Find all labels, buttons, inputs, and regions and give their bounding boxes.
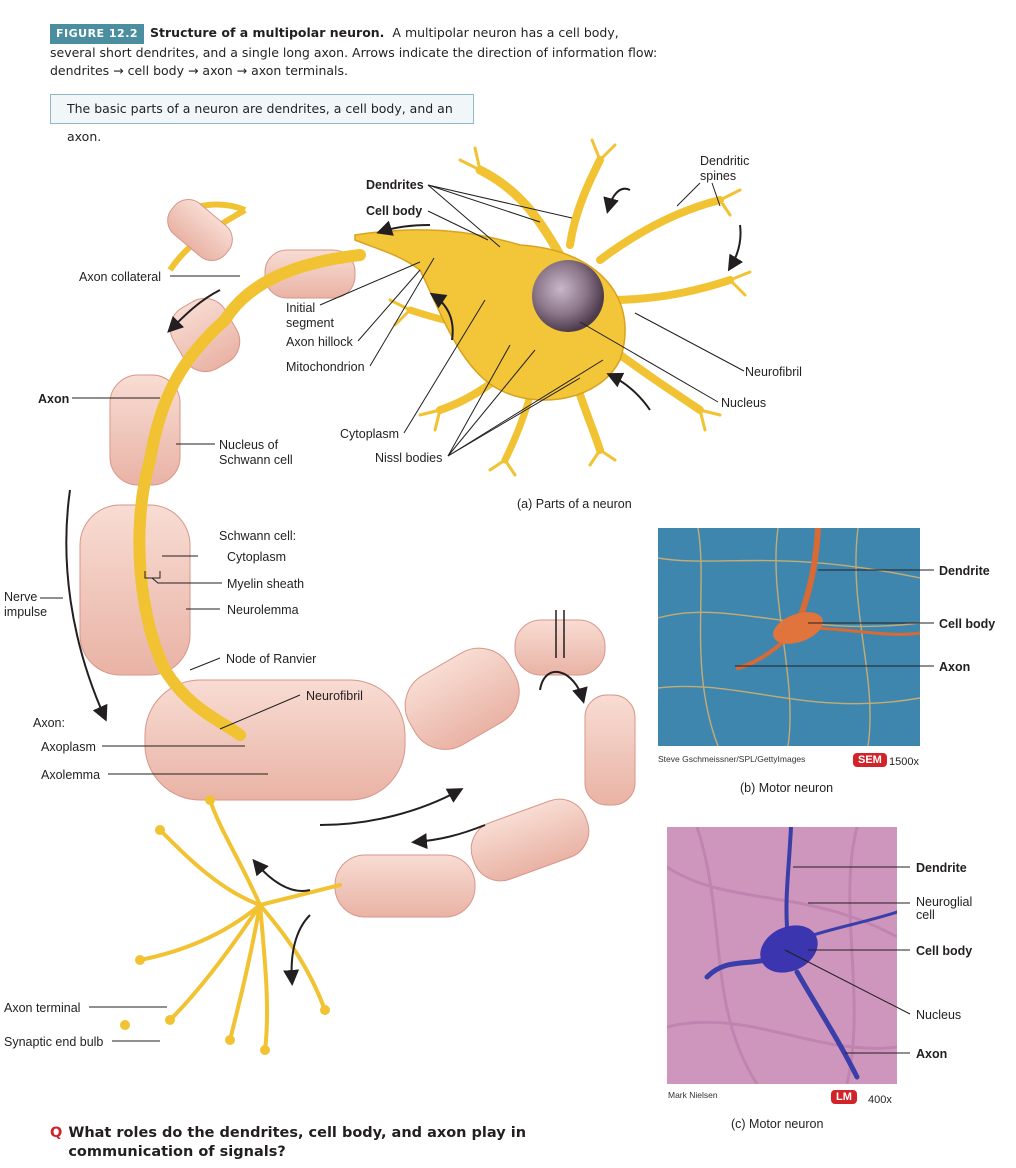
label-neurofibril: Neurofibril — [745, 365, 802, 379]
b-badge: SEM — [853, 753, 887, 767]
review-question: Q What roles do the dendrites, cell body,… — [50, 1124, 630, 1162]
nucleus-shape — [532, 260, 604, 332]
label-neurofibril-axon: Neurofibril — [306, 689, 363, 703]
label-nucleus: Nucleus — [721, 396, 766, 410]
label-cytoplasm: Cytoplasm — [340, 427, 399, 441]
lm-micrograph — [667, 827, 897, 1084]
b-credit: Steve Gschmeissner/SPL/GettyImages — [658, 754, 805, 764]
c-label-cell-body: Cell body — [916, 944, 972, 958]
label-nerve-impulse: Nerve impulse — [4, 590, 47, 620]
b-label-dendrite: Dendrite — [939, 564, 990, 578]
c-label-nucleus: Nucleus — [916, 1008, 961, 1022]
label-initial-segment: Initial segment — [286, 301, 334, 331]
label-node-of-ranvier: Node of Ranvier — [226, 652, 316, 666]
label-schwann-cytoplasm: Cytoplasm — [227, 550, 286, 564]
label-schwann-cell: Schwann cell: — [219, 529, 296, 543]
c-label-axon: Axon — [916, 1047, 947, 1061]
label-axolemma: Axolemma — [41, 768, 100, 782]
subtitle-c: (c) Motor neuron — [731, 1117, 823, 1131]
label-cell-body: Cell body — [366, 204, 422, 218]
c-label-dendrite: Dendrite — [916, 861, 967, 875]
c-label-neuroglial-cell: Neuroglial cell — [916, 896, 972, 922]
label-neurolemma: Neurolemma — [227, 603, 299, 617]
label-dendrites: Dendrites — [366, 178, 424, 192]
subtitle-a: (a) Parts of a neuron — [517, 497, 632, 511]
b-label-axon: Axon — [939, 660, 970, 674]
label-axoplasm: Axoplasm — [41, 740, 96, 754]
question-text: What roles do the dendrites, cell body, … — [68, 1124, 613, 1162]
label-dendritic-spines: Dendritic spines — [700, 154, 749, 184]
label-axon-group: Axon: — [33, 716, 65, 730]
c-magnification: 400x — [868, 1094, 892, 1106]
sem-micrograph — [658, 528, 920, 746]
question-marker: Q — [50, 1125, 62, 1141]
label-axon-terminal: Axon terminal — [4, 1001, 80, 1015]
label-axon-collateral: Axon collateral — [79, 270, 161, 284]
b-label-cell-body: Cell body — [939, 617, 995, 631]
label-axon-hillock: Axon hillock — [286, 335, 353, 349]
label-nucleus-schwann: Nucleus of Schwann cell — [219, 438, 293, 468]
subtitle-b: (b) Motor neuron — [740, 781, 833, 795]
label-nissl-bodies: Nissl bodies — [375, 451, 442, 465]
c-badge: LM — [831, 1090, 857, 1104]
b-magnification: 1500x — [889, 756, 919, 768]
label-mitochondrion: Mitochondrion — [286, 360, 365, 374]
label-myelin-sheath: Myelin sheath — [227, 577, 304, 591]
label-synaptic-end-bulb: Synaptic end bulb — [4, 1035, 103, 1049]
c-credit: Mark Nielsen — [668, 1090, 718, 1100]
axon-terminals — [140, 800, 340, 1050]
label-axon: Axon — [38, 392, 69, 406]
